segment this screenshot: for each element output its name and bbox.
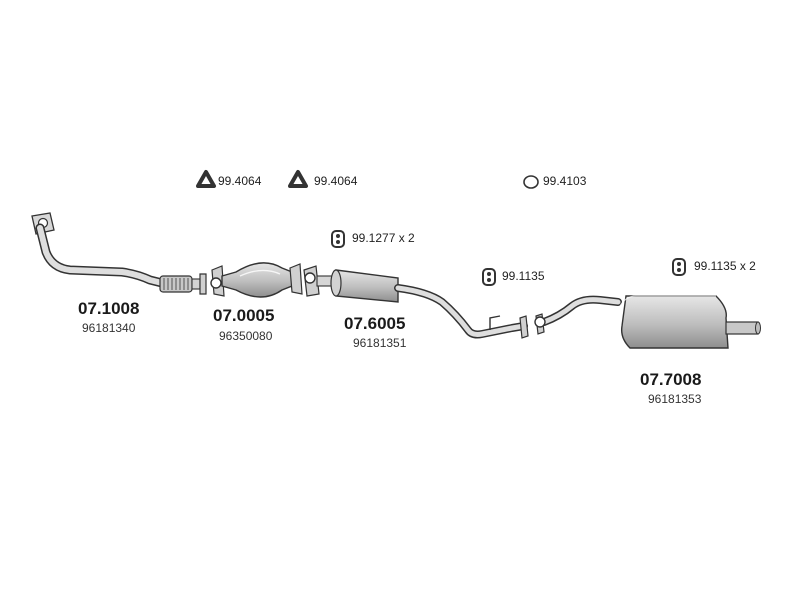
triangle-gasket-icon xyxy=(288,170,308,188)
part-oem-number: 96350080 xyxy=(219,329,273,343)
part-code-label: 07.6005 xyxy=(344,314,406,333)
triangle-gasket-icon xyxy=(196,170,216,188)
fitting-ref-label: 99.1277 x 2 xyxy=(352,231,415,245)
fitting-ref-label: 99.1135 x 2 xyxy=(694,259,756,273)
fitting-ref-label: 99.4064 xyxy=(314,174,358,188)
part-code-label: 07.1008 xyxy=(78,299,140,318)
rear-silencer-part xyxy=(535,295,761,349)
fitting-ref-label: 99.1135 xyxy=(502,269,545,283)
catalytic-converter-part xyxy=(211,262,303,298)
fitting-ref-label: 99.4064 xyxy=(218,174,262,188)
part-code-label: 07.0005 xyxy=(213,306,275,325)
front-pipe-part xyxy=(31,212,207,295)
center-silencer-part xyxy=(303,265,529,339)
part-oem-number: 96181351 xyxy=(353,336,407,350)
rubber-mount-icon xyxy=(482,268,496,286)
ring-gasket-icon xyxy=(523,175,539,189)
part-oem-number: 96181353 xyxy=(648,392,702,406)
pipe-gasket-icon xyxy=(210,272,546,328)
rubber-mount-icon xyxy=(672,258,686,276)
fitting-ref-label: 99.4103 xyxy=(543,174,587,188)
part-code-label: 07.7008 xyxy=(640,370,702,389)
rubber-mount-icon xyxy=(331,230,345,248)
part-oem-number: 96181340 xyxy=(82,321,136,335)
